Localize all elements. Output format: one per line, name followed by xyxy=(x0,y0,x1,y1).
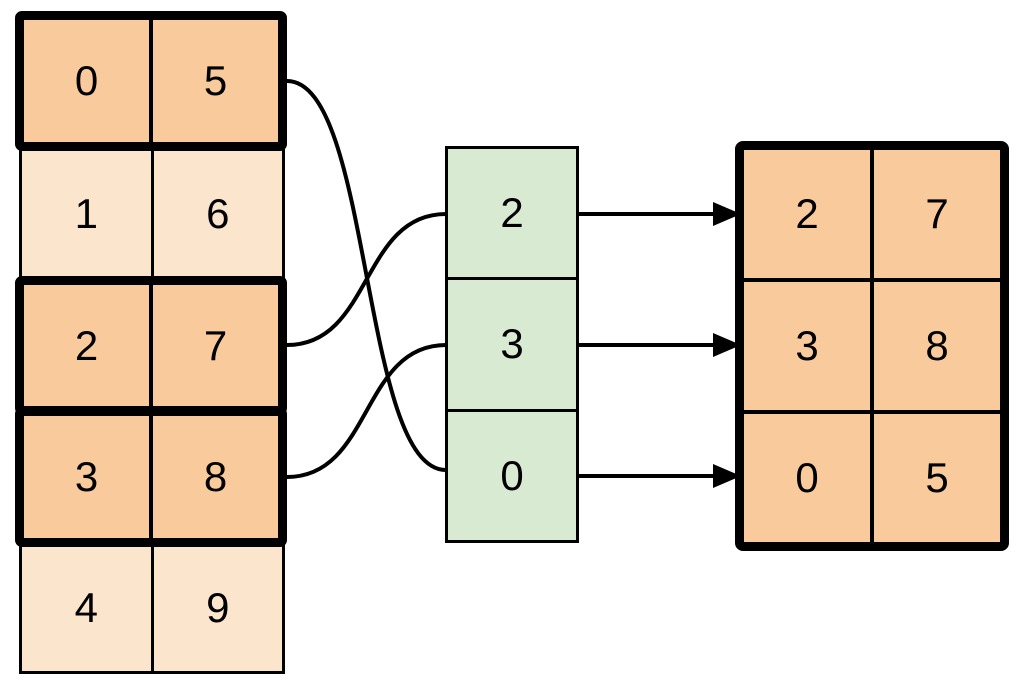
arrow-index0-to-result-row0 xyxy=(579,202,741,226)
result-cell: 5 xyxy=(874,414,1000,542)
result-cell: 2 xyxy=(744,150,870,278)
source-table-row-4: 4 9 xyxy=(19,542,285,674)
source-cell: 7 xyxy=(203,321,228,369)
source-table-row-3: 3 8 xyxy=(15,407,287,547)
result-cell: 7 xyxy=(874,150,1000,278)
source-cell: 6 xyxy=(206,189,230,237)
source-cell: 9 xyxy=(206,584,230,631)
source-cell: 3 xyxy=(24,416,153,538)
result-cell: 0 xyxy=(744,414,870,542)
source-table-row-2: 2 7 xyxy=(15,276,287,415)
result-cell: 8 xyxy=(874,282,1000,410)
curve-source-row0-to-index-cell0 xyxy=(285,79,448,472)
source-table-row-0: 0 5 xyxy=(15,11,287,151)
result-cell: 3 xyxy=(744,282,870,410)
source-cell: 8 xyxy=(203,453,228,500)
source-cell: 4 xyxy=(22,545,154,671)
index-cell: 2 xyxy=(500,189,524,237)
arrow-index2-to-result-row2 xyxy=(579,464,741,488)
source-cell: 2 xyxy=(24,285,153,406)
source-table-row-1: 1 6 xyxy=(19,146,285,281)
result-table: 2 7 3 8 0 5 xyxy=(735,141,1009,551)
source-cell: 0 xyxy=(24,20,153,142)
curve-source-row3-to-index-cell3 xyxy=(285,343,448,479)
index-cell: 0 xyxy=(448,408,576,540)
arrow-index1-to-result-row1 xyxy=(579,333,741,357)
index-cell: 3 xyxy=(448,277,576,408)
index-column: 2 3 0 xyxy=(445,146,579,543)
source-cell: 1 xyxy=(22,149,154,278)
source-cell: 5 xyxy=(203,57,228,104)
curve-source-row2-to-index-cell2 xyxy=(285,212,448,347)
